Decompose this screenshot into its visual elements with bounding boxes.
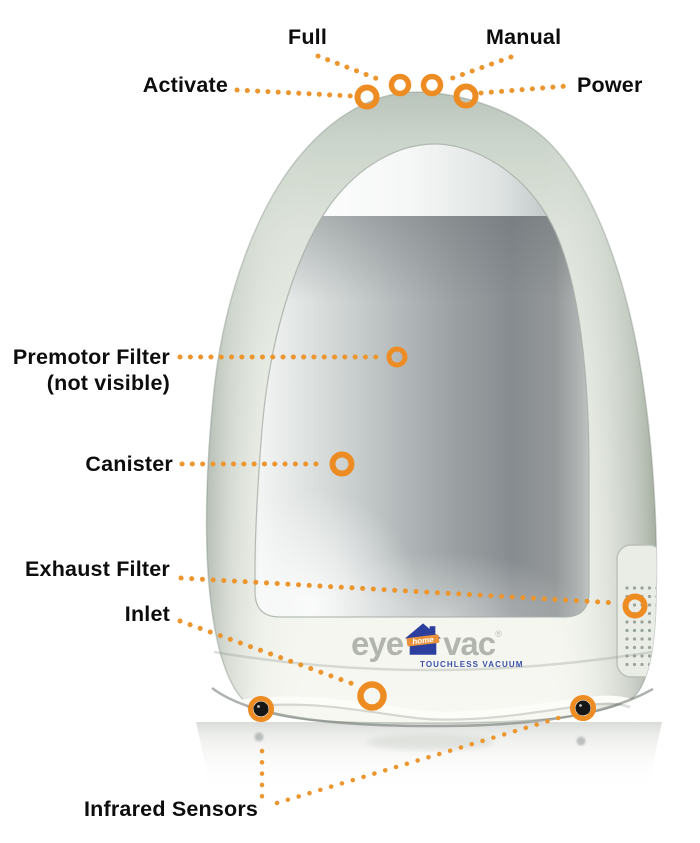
inlet-line <box>177 618 359 688</box>
activate-marker <box>354 84 380 110</box>
canister-marker <box>329 451 355 477</box>
power-marker <box>453 83 479 109</box>
label-premotor-filter-line2: (not visible) <box>46 371 170 395</box>
full-marker <box>388 73 412 97</box>
label-power: Power <box>577 73 643 97</box>
premotor-filter-marker <box>386 346 408 368</box>
window-edge <box>254 143 590 618</box>
label-exhaust-filter: Exhaust Filter <box>25 557 170 581</box>
logo-eye-text: eye <box>351 625 404 662</box>
infrared-sensor-left <box>248 696 274 722</box>
power-line <box>478 83 570 96</box>
full-line <box>315 53 386 84</box>
label-inlet: Inlet <box>124 602 170 626</box>
registered-mark: ® <box>495 629 502 639</box>
label-premotor-filter: Premotor Filter (not visible) <box>13 344 170 396</box>
label-canister: Canister <box>85 452 173 476</box>
logo-tagline: TOUCHLESS VACUUM <box>420 660 524 669</box>
inlet-marker <box>357 681 387 711</box>
infrared-sensor-right <box>570 695 596 721</box>
label-activate: Activate <box>142 73 228 97</box>
base <box>211 650 654 728</box>
callout-markers <box>329 73 648 711</box>
infrared-line-diagonal <box>274 713 568 806</box>
activate-line <box>234 87 355 99</box>
label-manual: Manual <box>486 25 562 49</box>
label-premotor-filter-line1: Premotor Filter <box>12 345 170 369</box>
home-house-icon: home <box>404 622 442 662</box>
manual-line <box>447 54 514 82</box>
inlet-trough-shadow <box>246 701 631 721</box>
logo-vac-text: vac <box>443 625 496 662</box>
exhaust-line <box>178 575 620 606</box>
eyevac-logo: eye home vac ® TOUCHLESS VACUUM <box>351 622 522 670</box>
callout-lines <box>177 53 620 806</box>
inlet-trough-lip <box>242 695 633 719</box>
exhaust-filter-marker <box>622 593 648 619</box>
label-infrared-sensors: Infrared Sensors <box>84 797 259 821</box>
label-full: Full <box>288 25 328 49</box>
manual-marker <box>420 73 444 97</box>
logo-home-text: home <box>412 635 435 647</box>
